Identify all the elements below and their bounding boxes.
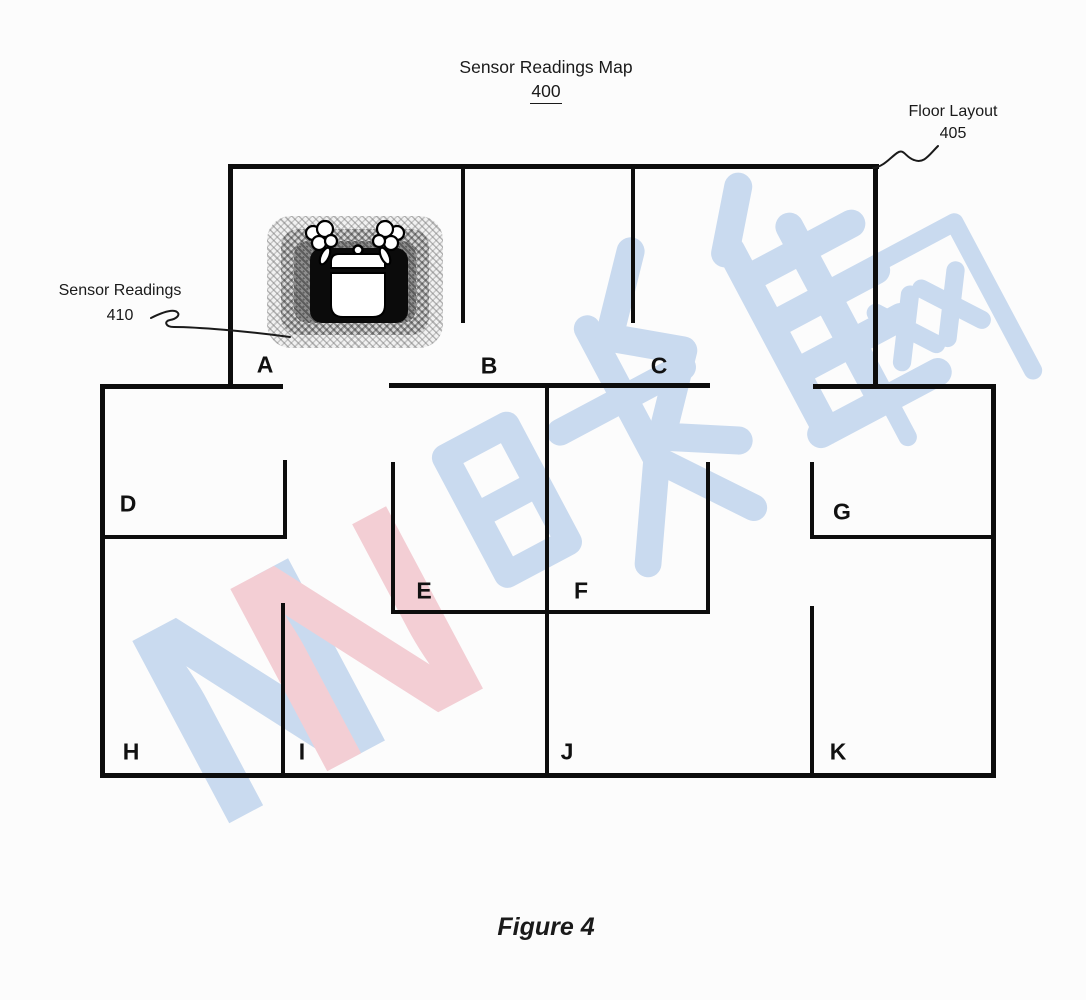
floor-layout-ref: 405 (939, 125, 967, 143)
wall-segment (810, 462, 814, 539)
sensor-readings-leader-line (150, 309, 291, 338)
pot-body (330, 272, 386, 318)
room-label-a: A (256, 351, 274, 378)
wall-segment (706, 462, 710, 614)
room-label-i: I (298, 738, 306, 765)
watermark-char-ying (431, 315, 768, 588)
steam-puff-left (304, 219, 339, 266)
wall-segment (391, 462, 395, 614)
wall-segment (461, 169, 465, 323)
wall-segment (283, 460, 287, 539)
wall-segment (545, 384, 549, 775)
figure-title-block: Sensor Readings Map 400 (396, 56, 696, 105)
room-label-k: K (829, 738, 847, 765)
sensor-reading-blob (267, 216, 443, 348)
floor-layout-annotation: Floor Layout 405 (853, 101, 1053, 146)
wall-segment (873, 164, 878, 389)
wall-segment (991, 384, 996, 778)
wall-segment (810, 535, 994, 539)
wall-segment (100, 384, 105, 778)
wall-segment (100, 773, 996, 778)
watermark-char-wang (819, 213, 1043, 447)
room-label-j: J (560, 738, 574, 765)
wall-segment (100, 384, 283, 389)
wall-segment (810, 606, 814, 775)
floor-layout-label: Floor Layout (908, 103, 998, 120)
wall-segment (389, 383, 710, 388)
room-label-f: F (573, 577, 589, 604)
floor-layout-leader-line (872, 145, 939, 169)
figure-reference-number: 400 (530, 80, 562, 105)
figure-caption: Figure 4 (497, 913, 595, 941)
room-label-d: D (119, 490, 137, 517)
wall-segment (813, 384, 996, 389)
wall-segment (631, 169, 635, 323)
wall-segment (391, 610, 710, 614)
sensor-readings-label: Sensor Readings (58, 282, 182, 299)
room-label-h: H (122, 738, 140, 765)
wall-segment (228, 164, 233, 389)
room-label-c: C (650, 352, 668, 379)
room-label-e: E (416, 577, 432, 604)
sensor-readings-ref: 410 (106, 306, 134, 324)
room-label-b: B (480, 352, 498, 379)
wall-segment (228, 164, 879, 169)
sensor-readings-annotation: Sensor Readings 410 (30, 279, 210, 329)
wall-segment (102, 535, 287, 539)
wall-segment (281, 603, 285, 775)
figure-title: Sensor Readings Map (459, 57, 633, 77)
room-label-g: G (833, 498, 851, 525)
steam-puff-right (371, 219, 406, 266)
steaming-pot-icon (304, 219, 406, 318)
